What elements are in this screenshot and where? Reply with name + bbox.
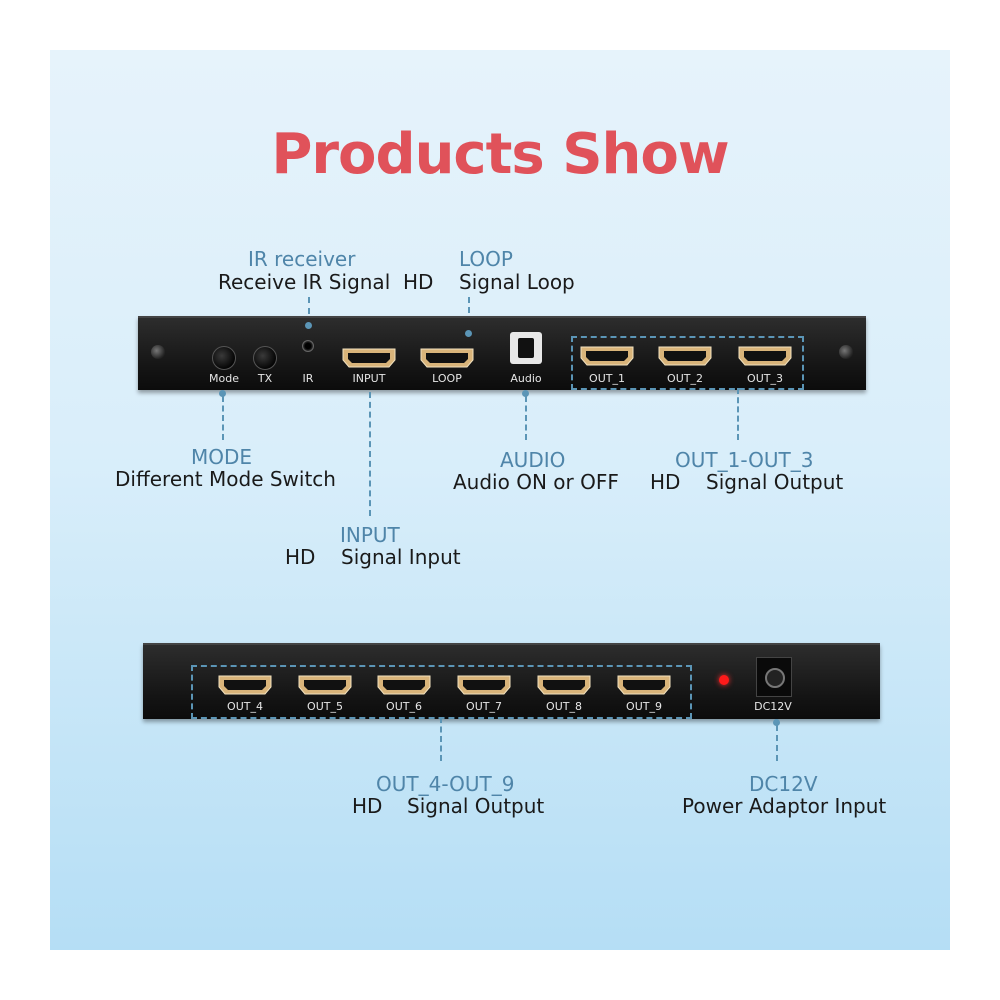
hdmi-input-port-icon (342, 348, 396, 368)
background-canvas (50, 50, 950, 950)
loop-port-label: LOOP (432, 372, 462, 385)
dc-port-label: DC12V (754, 700, 792, 713)
out4-9-callout-prefix: HD (352, 794, 383, 818)
ir-receiver-icon (302, 340, 314, 352)
dc-power-jack-icon (756, 657, 792, 697)
input-callout-prefix: HD (285, 545, 316, 569)
out9-port-label: OUT_9 (626, 700, 662, 713)
out1-port-label: OUT_1 (589, 372, 625, 385)
out5-port-label: OUT_5 (307, 700, 343, 713)
hdmi-loop-port-icon (420, 348, 474, 368)
audio-port-label: Audio (510, 372, 542, 385)
tx-button[interactable] (253, 346, 277, 370)
power-led-icon (719, 675, 729, 685)
screw-icon (151, 345, 165, 359)
ir-leader-line (308, 297, 310, 325)
dc-leader-line (776, 725, 778, 761)
hdmi-out7-port-icon (457, 675, 511, 695)
dc-leader-dot (773, 719, 780, 726)
hdmi-out1-port-icon (580, 346, 634, 366)
input-leader-line (369, 392, 371, 516)
mode-port-label: Mode (209, 372, 239, 385)
mode-callout-desc: Different Mode Switch (115, 467, 336, 491)
hdmi-out4-port-icon (218, 675, 272, 695)
dc-callout-title: DC12V (749, 772, 818, 796)
mode-leader-dot (219, 390, 226, 397)
hdmi-out8-port-icon (537, 675, 591, 695)
front-panel: Mode TX IR INPUT LOOP Audio OUT_1 OUT_2 … (138, 316, 866, 390)
page-title: Products Show (271, 122, 729, 187)
out4-9-callout-title: OUT_4-OUT_9 (376, 772, 515, 796)
loop-leader-dot (465, 330, 472, 337)
hdmi-out5-port-icon (298, 675, 352, 695)
hdmi-out3-port-icon (738, 346, 792, 366)
audio-callout-desc: Audio ON or OFF (453, 470, 619, 494)
out4-9-leader-line (440, 717, 442, 761)
mode-button[interactable] (212, 346, 236, 370)
out3-port-label: OUT_3 (747, 372, 783, 385)
input-callout-title: INPUT (340, 523, 400, 547)
out1-3-callout-title: OUT_1-OUT_3 (675, 448, 814, 472)
mode-callout-title: MODE (191, 445, 253, 469)
input-callout-desc: Signal Input (341, 545, 461, 569)
out6-port-label: OUT_6 (386, 700, 422, 713)
out1-3-callout-prefix: HD (650, 470, 681, 494)
out7-port-label: OUT_7 (466, 700, 502, 713)
out4-9-highlight-box (191, 665, 692, 719)
optical-audio-port-icon (510, 332, 542, 364)
audio-leader-line (525, 396, 527, 440)
audio-callout-title: AUDIO (500, 448, 566, 472)
tx-port-label: TX (257, 372, 273, 385)
loop-leader-line (468, 297, 470, 333)
hdmi-out9-port-icon (617, 675, 671, 695)
hdmi-out6-port-icon (377, 675, 431, 695)
back-panel: OUT_4 OUT_5 OUT_6 OUT_7 OUT_8 OUT_9 DC12… (143, 643, 880, 719)
loop-callout-desc: Signal Loop (459, 270, 575, 294)
input-port-label: INPUT (352, 372, 386, 385)
out1-3-highlight-box (571, 336, 804, 390)
out2-port-label: OUT_2 (667, 372, 703, 385)
dc-callout-desc: Power Adaptor Input (682, 794, 887, 818)
ir-leader-dot (305, 322, 312, 329)
screw-icon (839, 345, 853, 359)
ir-callout-desc: Receive IR Signal (218, 270, 391, 294)
loop-callout-prefix: HD (403, 270, 434, 294)
ir-port-label: IR (302, 372, 314, 385)
hdmi-out2-port-icon (658, 346, 712, 366)
loop-callout-title: LOOP (459, 247, 513, 271)
audio-leader-dot (522, 390, 529, 397)
out1-3-callout-desc: Signal Output (706, 470, 844, 494)
out1-3-leader-line (737, 388, 739, 440)
out4-9-callout-desc: Signal Output (407, 794, 545, 818)
out8-port-label: OUT_8 (546, 700, 582, 713)
ir-callout-title: IR receiver (248, 247, 356, 271)
mode-leader-line (222, 396, 224, 440)
out4-port-label: OUT_4 (227, 700, 263, 713)
